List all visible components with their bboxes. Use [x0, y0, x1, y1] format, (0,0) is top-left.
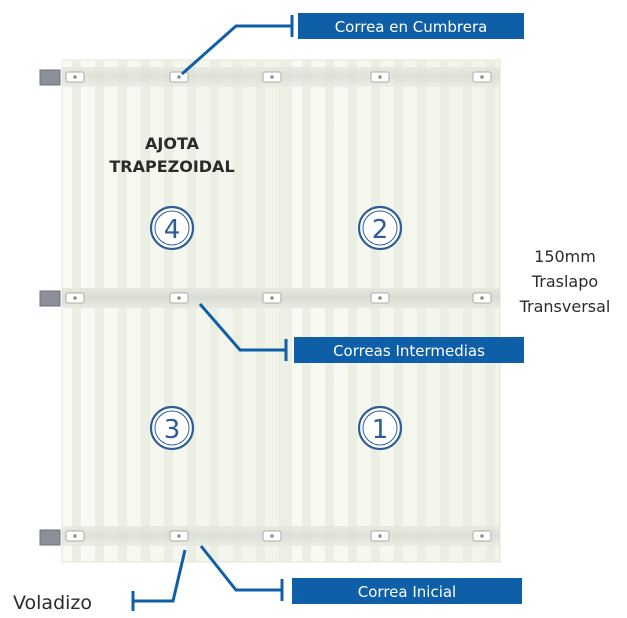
- fastener-screw: [73, 75, 77, 79]
- ridge-callout-line: [181, 24, 292, 76]
- overlap-note: 150mm Traslapo Transversal: [519, 247, 611, 316]
- purlin-end-caps: [39, 69, 61, 546]
- overlap-value: 150mm: [534, 247, 596, 266]
- rib: [164, 60, 173, 562]
- initial-callout-line: [199, 545, 282, 592]
- rib: [302, 60, 311, 562]
- rib: [72, 60, 81, 562]
- sheet-2-number: 2: [357, 205, 403, 251]
- rib: [141, 60, 150, 562]
- fastener-screw: [378, 534, 382, 538]
- roof-sheets: [61, 59, 501, 563]
- fastener-screw: [270, 75, 274, 79]
- product-label-line2: TRAPEZOIDAL: [109, 157, 234, 176]
- overhang-line: [133, 549, 187, 603]
- overhang-label: Voladizo: [13, 592, 92, 614]
- rib: [394, 60, 403, 562]
- purlins: [39, 67, 500, 546]
- rib: [256, 60, 265, 562]
- rib: [440, 60, 449, 562]
- ridge-purlin-callout: Correa en Cumbrera: [181, 13, 524, 76]
- fastener-screw: [177, 534, 181, 538]
- trapezoidal-ribs: [72, 60, 495, 562]
- initial-callout-text: Correa Inicial: [358, 583, 456, 601]
- fastener-screw: [177, 75, 181, 79]
- overlap-line3: Transversal: [519, 297, 611, 316]
- product-label: AJOTA TRAPEZOIDAL: [109, 134, 234, 176]
- fastener-screw: [480, 534, 484, 538]
- fastener-screw: [270, 296, 274, 300]
- fastener-screw: [73, 296, 77, 300]
- rib: [371, 60, 380, 562]
- ridge-callout-box: [298, 13, 524, 39]
- rib: [233, 60, 242, 562]
- side-overlap-seam: [280, 60, 292, 562]
- fastener-screw: [73, 534, 77, 538]
- sheet-4-label: 4: [164, 215, 181, 245]
- intermediate-callout-line: [198, 303, 286, 352]
- fastener-screw: [378, 75, 382, 79]
- rib: [210, 60, 219, 562]
- sheet-4-number: 4: [149, 205, 195, 251]
- ridge-callout-text: Correa en Cumbrera: [335, 18, 488, 36]
- rib: [486, 60, 495, 562]
- sheet-1-label: 1: [372, 415, 389, 445]
- sheet-3-label: 3: [164, 415, 181, 445]
- rib: [463, 60, 472, 562]
- overlap-line2: Traslapo: [531, 272, 598, 291]
- intermediate-callout-text: Correas Intermedias: [333, 342, 485, 360]
- fastener-screw: [480, 296, 484, 300]
- rib: [118, 60, 127, 562]
- sheet-2-label: 2: [372, 215, 389, 245]
- intermediate-purlin-end: [39, 290, 61, 307]
- sheet-3-number: 3: [149, 405, 195, 451]
- ridge-purlin-end: [39, 69, 61, 86]
- fastener-screw: [177, 296, 181, 300]
- initial-purlin-end: [39, 529, 61, 546]
- sheet-1-number: 1: [357, 405, 403, 451]
- rib: [417, 60, 426, 562]
- rib: [325, 60, 334, 562]
- overhang-marker: Voladizo: [13, 549, 187, 614]
- rib: [348, 60, 357, 562]
- intermediate-purlins-callout: Correas Intermedias: [198, 303, 524, 363]
- fastener-screw: [378, 296, 382, 300]
- fastener-screw: [270, 534, 274, 538]
- intermediate-callout-box: [294, 337, 524, 363]
- product-label-line1: AJOTA: [145, 134, 200, 153]
- initial-callout-box: [292, 578, 522, 604]
- rib: [187, 60, 196, 562]
- fastener-screw: [480, 75, 484, 79]
- initial-purlin-callout: Correa Inicial: [199, 545, 522, 604]
- sheet-numbers: 4 2 3 1: [149, 205, 403, 451]
- rib: [95, 60, 104, 562]
